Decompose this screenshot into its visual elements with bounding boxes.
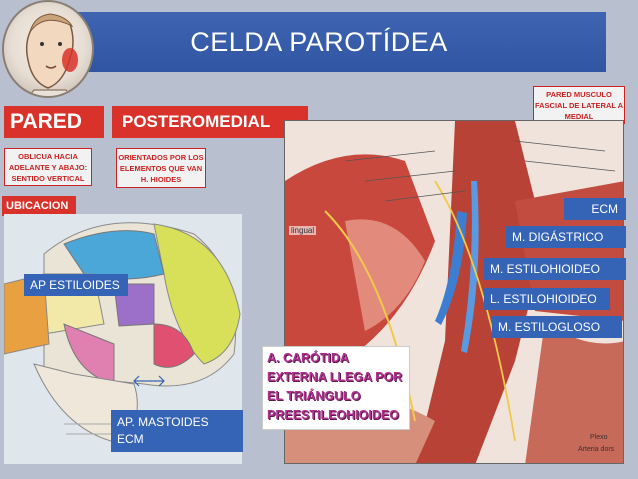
ap-mastoides-text: AP. MASTOIDES xyxy=(117,415,209,429)
estilohioideo-label: M. ESTILOHIOIDEO xyxy=(484,258,626,280)
oblicua-note: OBLICUA HACIA ADELANTE Y ABAJO: SENTIDO … xyxy=(4,148,92,186)
orientados-note-text: ORIENTADOS POR LOS ELEMENTOS QUE VAN H. … xyxy=(118,152,204,184)
ap-mastoides-label: AP. MASTOIDES ECM xyxy=(111,410,243,452)
orientados-note: ORIENTADOS POR LOS ELEMENTOS QUE VAN H. … xyxy=(116,148,206,188)
carotida-callout: A. CARÓTIDA EXTERNA LLEGA POR EL TRIÁNGU… xyxy=(262,346,410,430)
oblicua-note-text: OBLICUA HACIA ADELANTE Y ABAJO: SENTIDO … xyxy=(8,151,88,183)
pared-musculo-note-text: PARED MUSCULO FASCIAL DE LATERAL A MEDIA… xyxy=(534,89,624,121)
skull-illustration xyxy=(4,214,242,464)
ubicacion-label: UBICACION xyxy=(2,196,76,216)
digastrico-label: M. DIGÁSTRICO xyxy=(506,226,626,248)
portrait-illustration xyxy=(2,0,94,98)
lingual-label: lingual xyxy=(289,226,317,235)
pared-label: PARED xyxy=(4,106,104,138)
ecm-label: ECM xyxy=(564,198,626,220)
page-title: CELDA PAROTÍDEA xyxy=(190,27,448,57)
l-estilohioideo-label: L. ESTILOHIOIDEO xyxy=(484,288,610,310)
header-bar xyxy=(20,12,606,72)
plexo-label: Plexo xyxy=(590,434,608,441)
estilogloso-label: M. ESTILOGLOSO xyxy=(492,316,622,338)
ap-estiloides-label: AP ESTILOIDES xyxy=(24,274,128,296)
arteria-label: Arteria dors xyxy=(578,446,615,453)
pared-musculo-note: PARED MUSCULO FASCIAL DE LATERAL A MEDIA… xyxy=(533,86,625,124)
posteromedial-label: POSTEROMEDIAL xyxy=(112,106,308,138)
ecm-text: ECM xyxy=(117,432,144,446)
